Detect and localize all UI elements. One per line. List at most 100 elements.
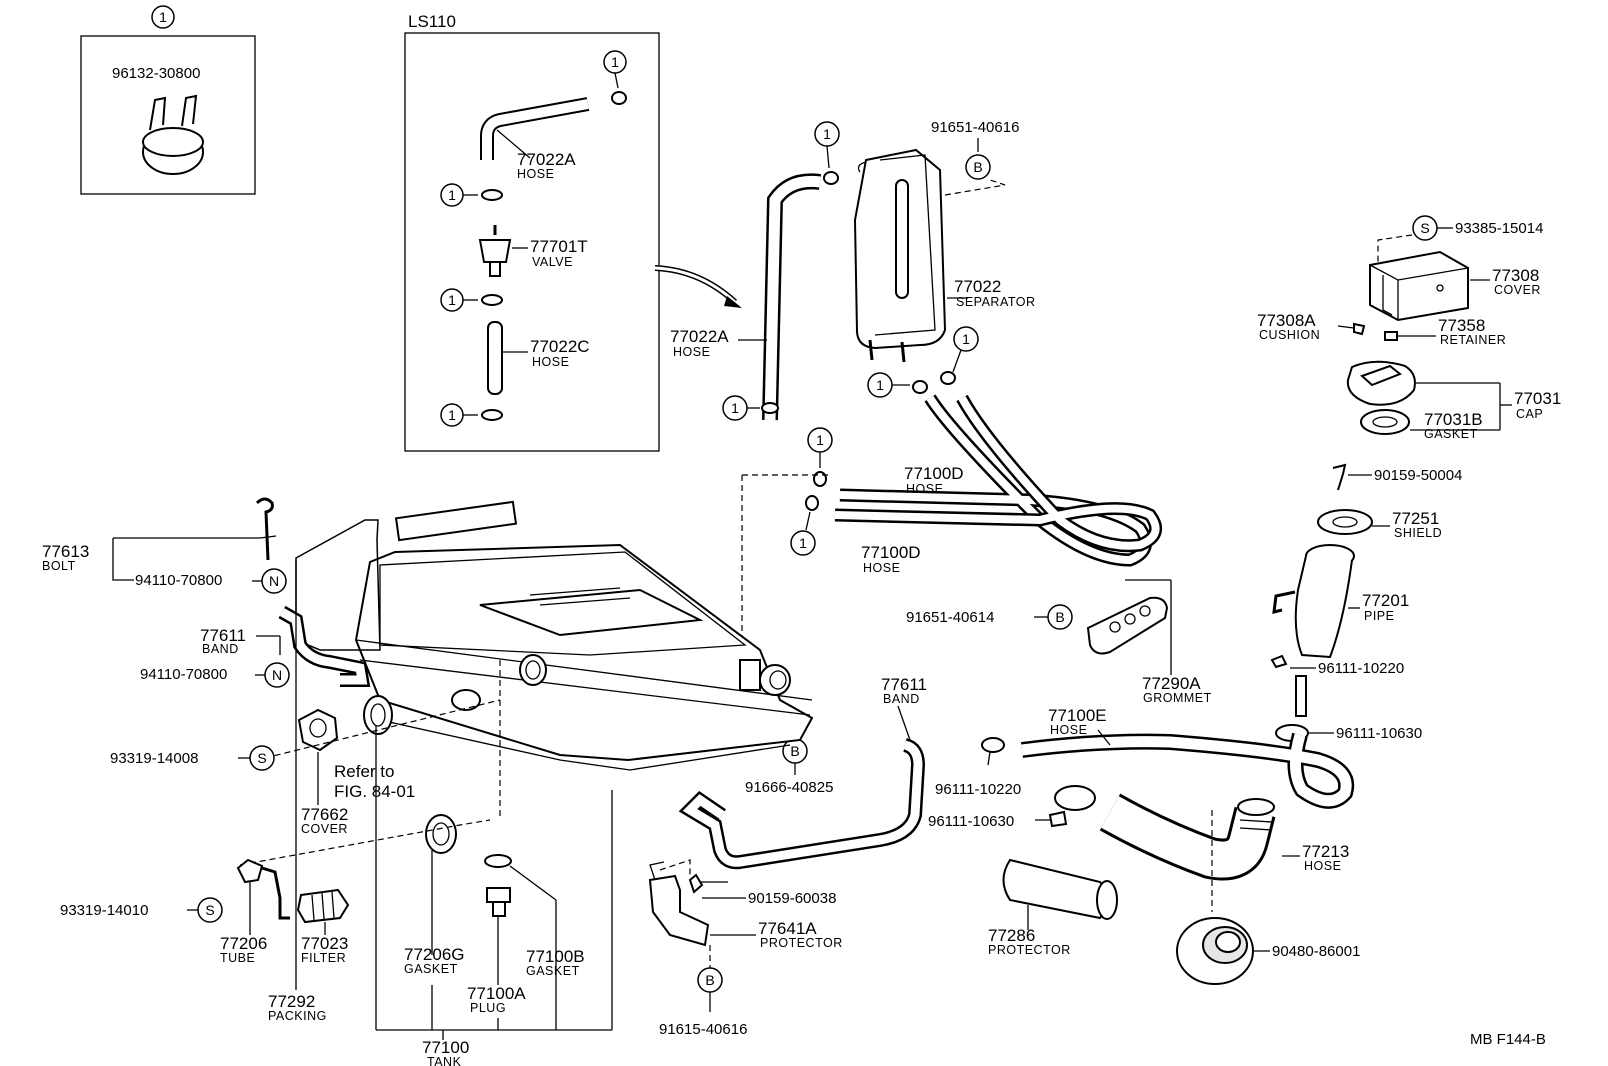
ls110-valve-name: VALVE [532, 255, 573, 269]
part-91651-40614: 91651-40614 [906, 609, 994, 626]
part-77206-name: TUBE [220, 951, 255, 965]
clip-icon [1270, 654, 1288, 669]
part-77201-name: PIPE [1364, 609, 1395, 623]
part-77308-num: 77308 [1492, 266, 1539, 285]
part-90159-50004: 90159-50004 [1374, 467, 1462, 484]
ls110-hose-c-num: 77022C [530, 337, 590, 356]
cushion-icon [1353, 322, 1366, 336]
clip-icon [611, 91, 627, 105]
part-77023-name: FILTER [301, 951, 346, 965]
refer-line1: Refer to [334, 762, 394, 781]
callout-s: S [205, 902, 214, 918]
clip-icon [813, 471, 827, 487]
part-77292-num: 77292 [268, 992, 315, 1011]
part-91666-40825: 91666-40825 [745, 779, 833, 796]
callout-s: S [257, 750, 266, 766]
diagram-code: MB F144-B [1470, 1031, 1546, 1048]
part-77251-name: SHIELD [1394, 526, 1442, 540]
hose-c-drawing [487, 321, 503, 395]
callout-1: 1 [816, 432, 824, 448]
callout-1: 1 [448, 292, 456, 308]
part-77358-num: 77358 [1438, 316, 1485, 335]
shield-icon [1317, 509, 1373, 535]
part-77308a-num: 77308A [1257, 311, 1316, 330]
callout-s: S [1420, 220, 1429, 236]
part-77213-name: HOSE [1304, 859, 1341, 873]
tube-77206-drawing [236, 858, 290, 935]
part-77611-left-num: 77611 [200, 626, 246, 645]
part-93319-14010: 93319-14010 [60, 902, 148, 919]
part-94110-70800-b: 94110-70800 [140, 666, 227, 683]
part-77308a-name: CUSHION [1259, 328, 1320, 342]
part-96111-10220-mid: 96111-10220 [935, 781, 1021, 798]
part-77100d-1-name: HOSE [906, 482, 943, 496]
part-77611-right-num: 77611 [881, 675, 927, 694]
part-77100d-1-num: 77100D [904, 464, 964, 483]
part-91651-40616: 91651-40616 [931, 119, 1019, 136]
screw-icon [1332, 463, 1347, 491]
part-77290a-name: GROMMET [1143, 691, 1212, 705]
hose-77100d-drawing [834, 394, 1163, 567]
band-left-drawing [278, 605, 371, 687]
part-77292-name: PACKING [268, 1009, 327, 1023]
callout-1: 1 [159, 9, 167, 25]
band-right-drawing [678, 738, 926, 870]
part-77206g-num: 77206G [404, 945, 465, 964]
gasket-icon [484, 854, 512, 868]
part-77022a-num: 77022A [670, 327, 729, 346]
ls110-hose-a-num: 77022A [517, 150, 576, 169]
part-77286-name: PROTECTOR [988, 943, 1071, 957]
hook-bolt-icon [255, 497, 277, 561]
part-77213-num: 77213 [1302, 842, 1349, 861]
fuel-tank-drawing [354, 500, 814, 771]
part-77662-name: COVER [301, 822, 348, 836]
clip-icon [981, 737, 1005, 753]
callout-b: B [790, 743, 799, 759]
callout-1: 1 [731, 400, 739, 416]
callout-1: 1 [448, 407, 456, 423]
part-77290a-num: 77290A [1142, 674, 1201, 693]
boot-drawing [1176, 917, 1254, 985]
callout-n: N [272, 667, 282, 683]
part-77022-num: 77022 [954, 277, 1001, 296]
part-77251-num: 77251 [1392, 509, 1439, 528]
part-90480-86001: 90480-86001 [1272, 943, 1360, 960]
ls110-title: LS110 [408, 12, 456, 31]
part-94110-70800-a: 94110-70800 [135, 572, 222, 589]
separator-drawing [853, 148, 947, 363]
part-91615-40616: 91615-40616 [659, 1021, 747, 1038]
clamp-inset-box: 1 96132-30800 [80, 5, 256, 195]
ls110-hose-c-name: HOSE [532, 355, 569, 369]
part-77286-num: 77286 [988, 926, 1035, 945]
clip-icon [481, 409, 503, 421]
part-77100-name: TANK [427, 1055, 462, 1066]
clip-icon [481, 294, 503, 306]
part-77611-left-name: BAND [202, 642, 239, 656]
ls110-inset-box: LS110 77022A HOSE 1 1 77701T VALVE 1 770… [404, 12, 660, 452]
part-77022-name: SEPARATOR [956, 295, 1036, 309]
arrow-icon [654, 265, 738, 305]
callout-b: B [973, 159, 982, 175]
part-77031b-name: GASKET [1424, 427, 1478, 441]
part-77031b-num: 77031B [1424, 410, 1483, 429]
part-77662-num: 77662 [301, 805, 348, 824]
part-77100e-num: 77100E [1048, 706, 1107, 725]
callout-1: 1 [448, 187, 456, 203]
cover-drawing [1369, 250, 1469, 322]
callout-b: B [1055, 609, 1064, 625]
drain-plug-icon [486, 887, 511, 917]
ls110-valve-num: 77701T [530, 237, 588, 256]
grommet-drawing [1086, 596, 1169, 655]
part-77613-name: BOLT [42, 559, 76, 573]
refer-line2: FIG. 84-01 [334, 782, 415, 801]
callout-1: 1 [823, 126, 831, 142]
part-77100-num: 77100 [422, 1038, 469, 1057]
part-77641a-name: PROTECTOR [760, 936, 843, 950]
part-77023-num: 77023 [301, 934, 348, 953]
clip-icon [912, 380, 928, 394]
part-90159-60038: 90159-60038 [748, 890, 836, 907]
cover-77662-icon [297, 708, 339, 752]
part-96111-10220-right: 96111-10220 [1318, 660, 1404, 677]
callout-1: 1 [962, 331, 970, 347]
